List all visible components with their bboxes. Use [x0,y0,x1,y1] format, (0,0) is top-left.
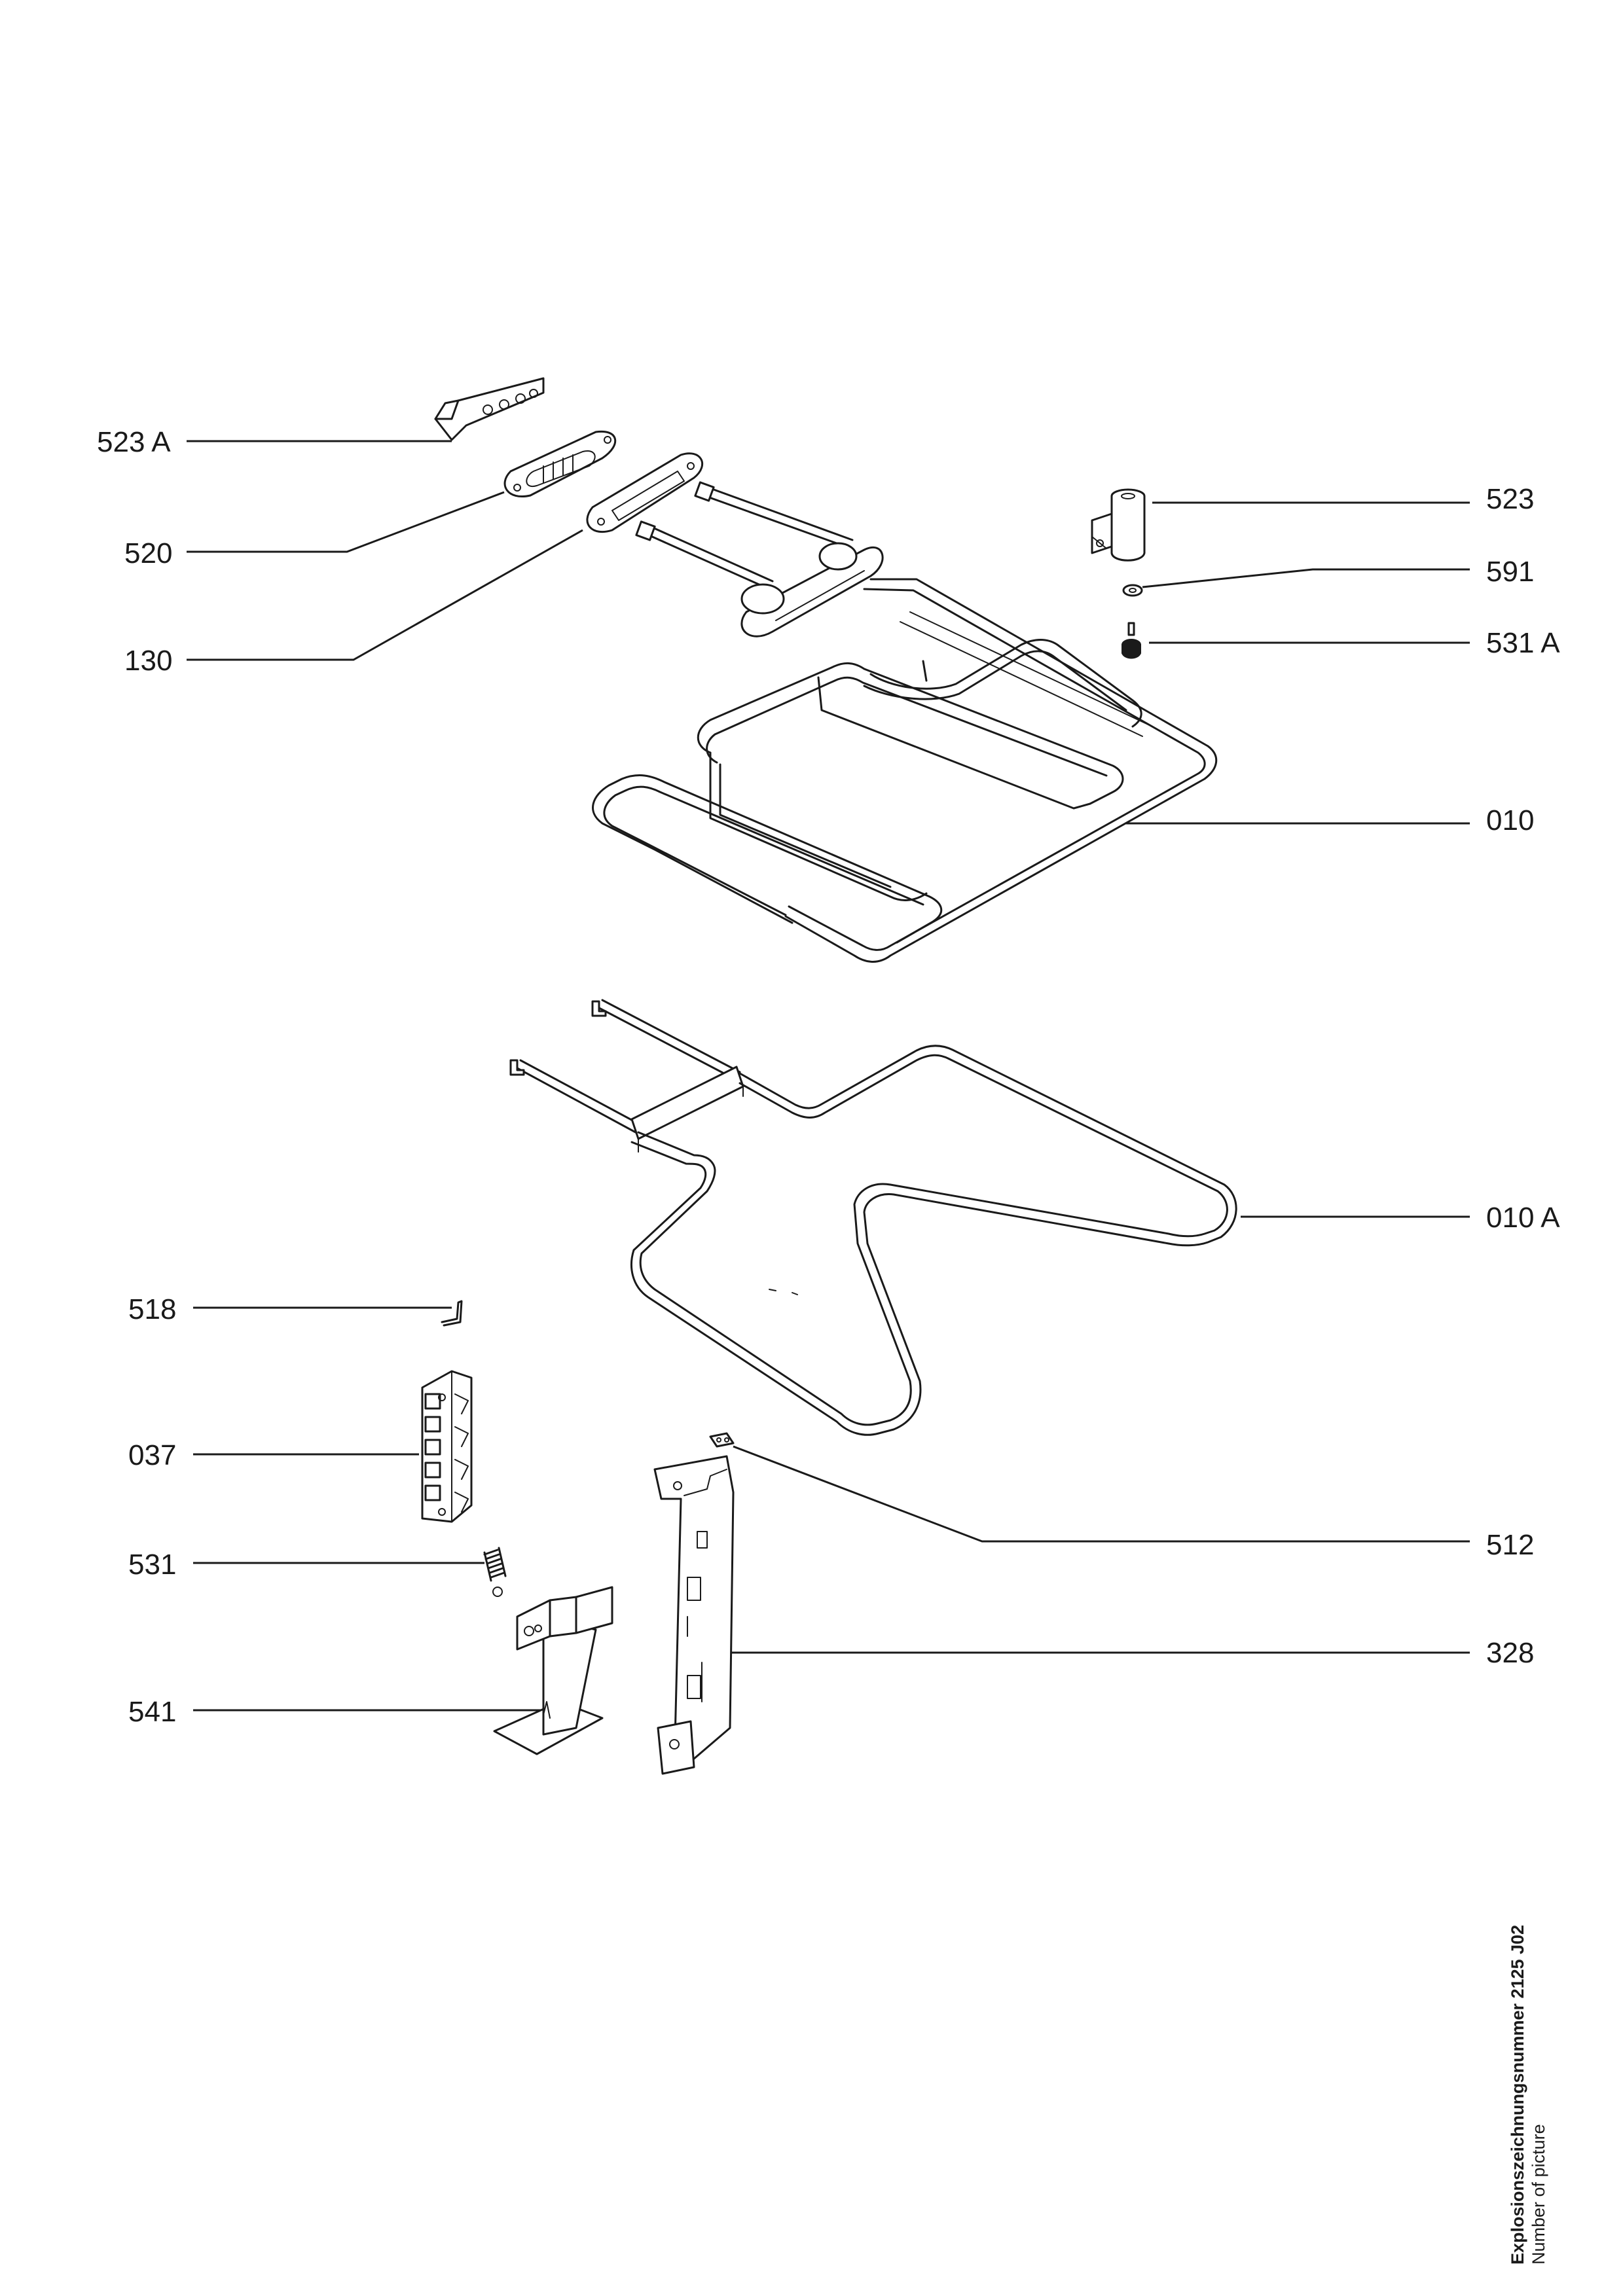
callout-010a: 010 A [1241,1202,1560,1234]
holder-bracket-541 [493,1586,613,1755]
callout-531a: 531 A [1149,627,1560,659]
callout-541-label: 541 [128,1696,176,1728]
callout-010: 010 [1126,804,1534,836]
callout-523: 523 [1152,483,1534,515]
callout-591: 591 [1142,556,1534,588]
picture-number-label: Explosionszeichnungsnummer 2125 J02 [1508,1924,1527,2265]
picture-number-caption: Number of picture [1529,2124,1548,2265]
callout-523a: 523 A [97,426,452,458]
spring-screw-531 [483,1547,507,1597]
callout-130-label: 130 [124,645,172,677]
mounting-bracket-328 [653,1455,735,1775]
callout-531-label: 531 [128,1549,176,1581]
callout-520: 520 [124,491,505,569]
callout-010-label: 010 [1486,804,1534,836]
callout-512: 512 [733,1445,1534,1561]
washer-591 [1122,584,1143,597]
callout-328: 328 [714,1637,1534,1669]
picture-number-block: Explosionszeichnungsnummer 2125 J02 Numb… [1507,1806,1586,2265]
callout-520-label: 520 [124,537,172,569]
callout-523-label: 523 [1486,483,1534,515]
leader-591 [1142,568,1470,588]
callout-037-label: 037 [128,1439,176,1471]
leader-520 [187,491,505,553]
screw-531a [1122,622,1141,659]
callout-512-label: 512 [1486,1529,1534,1561]
callout-518-label: 518 [128,1293,176,1325]
terminal-lug-512 [709,1432,735,1448]
callout-518: 518 [128,1293,452,1325]
terminal-bracket-523a [434,377,545,441]
bottom-heating-element-010a [509,999,1237,1436]
callout-591-label: 591 [1486,556,1534,588]
callout-531a-label: 531 A [1486,627,1560,659]
grill-heating-element-010 [592,481,1218,963]
callout-541: 541 [128,1696,543,1728]
callout-037: 037 [128,1439,419,1471]
terminal-block-037 [421,1370,473,1523]
leader-512 [733,1445,1470,1543]
clip-518 [441,1300,463,1327]
callout-130: 130 [124,529,583,677]
gasket-130 [586,452,703,533]
callout-328-label: 328 [1486,1637,1534,1669]
gasket-520 [503,430,617,497]
callout-523a-label: 523 A [97,426,171,458]
leader-130 [187,529,583,661]
callout-531: 531 [128,1549,484,1581]
connector-block-523 [1091,488,1146,562]
callout-010a-label: 010 A [1486,1202,1560,1234]
